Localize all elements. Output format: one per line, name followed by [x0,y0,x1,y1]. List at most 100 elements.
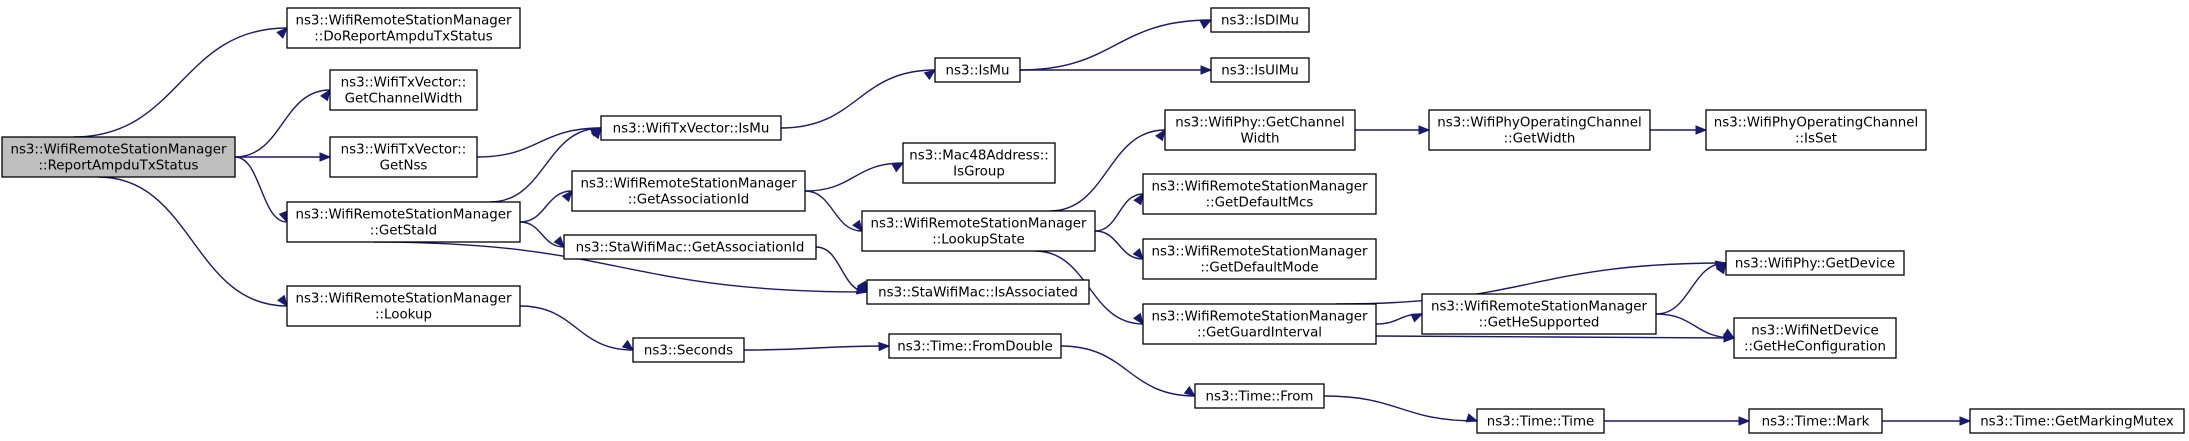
node-label-line: ns3::WifiTxVector::IsMu [613,122,770,137]
node-label-line: ns3::WifiRemoteStationManager [1151,310,1368,325]
node-phy_chwidth[interactable]: ns3::WifiPhy::GetChannelWidth [1164,109,1356,151]
node-box [1210,7,1310,33]
node-box [329,69,478,111]
node-label-line: GetNss [380,159,428,174]
call-edge-report-to-getstaid [234,156,288,224]
node-label-line: ns3::WifiRemoteStationManager [870,217,1087,232]
node-box [329,136,478,178]
node-label-line: ::GetAssociationId [628,193,750,208]
node-box [1428,109,1651,151]
node-box [286,285,521,327]
node-report[interactable]: ns3::WifiRemoteStationManager::ReportAmp… [1,136,236,178]
node-hesupported[interactable]: ns3::WifiRemoteStationManager::GetHeSupp… [1421,293,1657,335]
node-label-line: ns3::WifiTxVector:: [341,143,467,158]
node-box [1733,317,1897,359]
node-getstaid[interactable]: ns3::WifiRemoteStationManager::GetStaId [286,201,521,243]
node-defmcs[interactable]: ns3::WifiRemoteStationManager::GetDefaul… [1142,173,1377,215]
call-edge-lookupstate-to-phy_chwidth [1049,128,1166,212]
node-opch_isset[interactable]: ns3::WifiPhyOperatingChannel::IsSet [1705,109,1927,151]
node-box [1476,408,1605,434]
node-label-line: ::GetGuardInterval [1197,326,1322,341]
call-edge-lookupstate-to-defmode [1094,230,1144,261]
node-chwidth[interactable]: ns3::WifiTxVector::GetChannelWidth [329,69,478,111]
node-from[interactable]: ns3::Time::From [1194,383,1325,409]
call-edge-mark-to-mutex [1881,416,1972,426]
node-label-line: ns3::IsUlMu [1221,64,1299,79]
node-seconds[interactable]: ns3::Seconds [632,337,745,363]
node-box [1748,408,1883,434]
node-ismu[interactable]: ns3::IsMu [934,57,1021,83]
node-box [1725,250,1905,276]
node-label-line: ::GetHeConfiguration [1744,340,1886,355]
node-label-line: ::LookupState [932,233,1024,248]
call-edge-report-to-chwidth [234,88,331,158]
node-label-line: ns3::StaWifiMac::IsAssociated [878,286,1078,301]
node-heconfig[interactable]: ns3::WifiNetDevice::GetHeConfiguration [1733,317,1897,359]
node-label-line: ::GetStaId [370,224,437,239]
call-edge-fromdouble-to-from [1060,345,1197,397]
call-edge-sta_getassoc-to-isassociated [815,246,868,294]
call-edge-guard-to-hesupported [1375,313,1424,325]
node-label-line: ::Lookup [375,308,432,323]
node-label-line: ::DoReportAmpduTxStatus [314,30,492,45]
node-label-line: ns3::WifiRemoteStationManager [1431,300,1648,315]
node-label-line: ::GetDefaultMcs [1206,196,1314,211]
node-label-line: ns3::Time::From [1206,390,1314,405]
node-label-line: ns3::WifiPhyOperatingChannel [1437,116,1642,131]
node-box [1142,238,1377,280]
node-sta_getassoc[interactable]: ns3::StaWifiMac::GetAssociationId [563,234,817,260]
node-label-line: ns3::WifiRemoteStationManager [295,14,512,29]
node-fromdouble[interactable]: ns3::Time::FromDouble [888,333,1062,359]
node-label-line: ns3::IsMu [946,64,1010,79]
node-guard[interactable]: ns3::WifiRemoteStationManager::GetGuardI… [1142,303,1377,345]
node-mutex[interactable]: ns3::Time::GetMarkingMutex [1969,408,2185,434]
node-label-line: ns3::WifiRemoteStationManager [295,208,512,223]
node-lookupstate[interactable]: ns3::WifiRemoteStationManager::LookupSta… [861,210,1096,252]
node-label-line: ::GetHeSupported [1479,316,1600,331]
node-label-line: ns3::Time::Mark [1762,415,1870,430]
node-box [1210,57,1310,83]
node-mark[interactable]: ns3::Time::Mark [1748,408,1883,434]
node-opch_width[interactable]: ns3::WifiPhyOperatingChannel::GetWidth [1428,109,1651,151]
node-time[interactable]: ns3::Time::Time [1476,408,1605,434]
call-edge-hesupported-to-getdevice [1655,261,1727,315]
node-box [1142,173,1377,215]
call-edge-opch_width-to-opch_isset [1650,125,1708,135]
node-box [571,170,806,212]
call-edge-getstaid-to-getassoc [519,189,573,223]
node-getdevice[interactable]: ns3::WifiPhy::GetDevice [1725,250,1905,276]
node-label-line: ns3::Seconds [644,344,733,359]
node-isgroup[interactable]: ns3::Mac48Address::IsGroup [902,142,1056,184]
node-getnss[interactable]: ns3::WifiTxVector::GetNss [329,136,478,178]
call-edge-hesupported-to-heconfig [1655,313,1736,339]
node-label-line: ::IsSet [1795,132,1837,147]
call-edge-ismu_vec-to-ismu [780,69,937,129]
call-edge-getassoc-to-isgroup [804,162,905,192]
node-label-line: ns3::WifiNetDevice [1751,324,1878,339]
node-box [1705,109,1927,151]
call-edge-report-to-doreport [73,27,288,138]
call-edge-lookup-to-seconds [519,305,635,351]
node-label-line: ns3::Mac48Address:: [909,149,1049,164]
node-label-line: ns3::WifiRemoteStationManager [295,292,512,307]
call-edge-ismu-to-isdlmu [1019,19,1213,71]
node-defmode[interactable]: ns3::WifiRemoteStationManager::GetDefaul… [1142,238,1377,280]
node-isassociated[interactable]: ns3::StaWifiMac::IsAssociated [866,279,1090,305]
node-ismu_vec[interactable]: ns3::WifiTxVector::IsMu [600,115,782,141]
node-label-line: GetChannelWidth [345,92,463,107]
node-label-line: ns3::WifiPhyOperatingChannel [1714,116,1919,131]
call-edge-report-to-lookup [98,176,288,308]
call-graph-nodes: ns3::WifiRemoteStationManager::ReportAmp… [1,7,2185,434]
node-box [632,337,745,363]
node-isdlmu[interactable]: ns3::IsDlMu [1210,7,1310,33]
node-label-line: ns3::Time::FromDouble [897,340,1052,355]
node-doreport[interactable]: ns3::WifiRemoteStationManager::DoReportA… [286,7,521,49]
call-graph-edges [73,19,1972,426]
node-label-line: ns3::Time::GetMarkingMutex [1980,415,2174,430]
call-edge-getassoc-to-lookupstate [804,190,863,233]
node-isulmu[interactable]: ns3::IsUlMu [1210,57,1310,83]
node-label-line: ns3::WifiTxVector:: [341,76,467,91]
node-getassoc[interactable]: ns3::WifiRemoteStationManager::GetAssoci… [571,170,806,212]
node-lookup[interactable]: ns3::WifiRemoteStationManager::Lookup [286,285,521,327]
node-box [600,115,782,141]
